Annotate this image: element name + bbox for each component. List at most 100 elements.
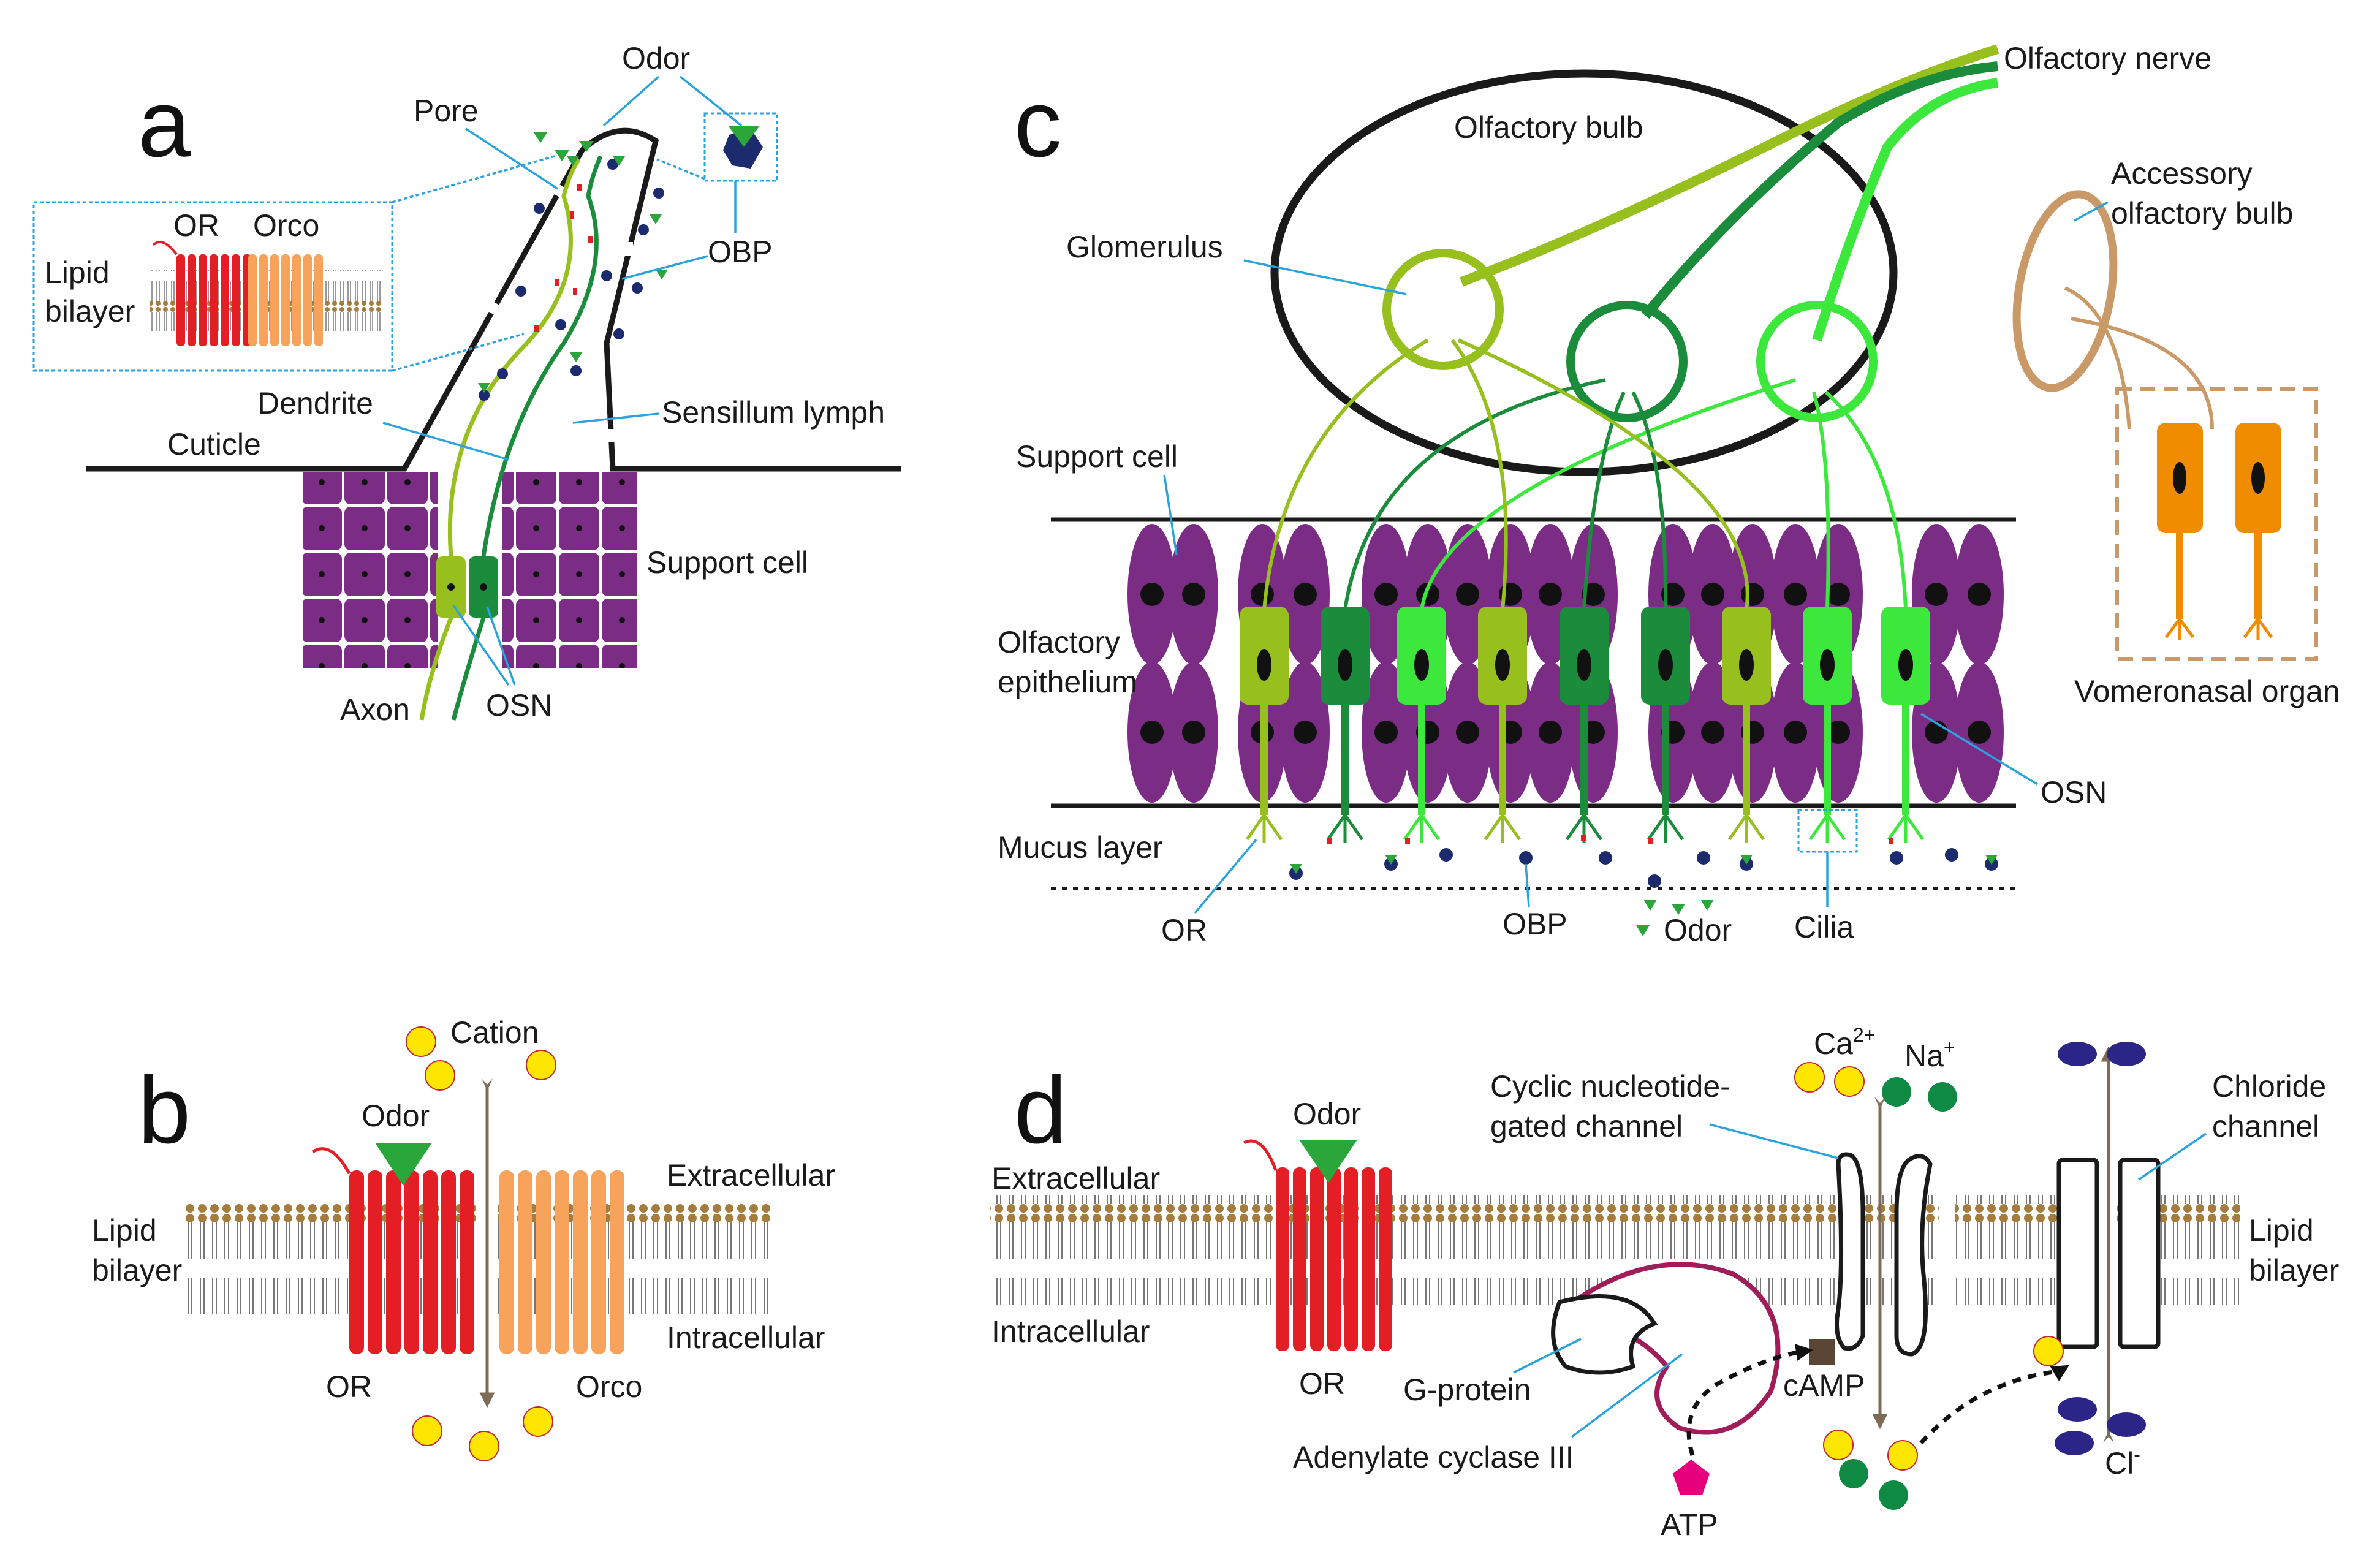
label-cng-1: Cyclic nucleotide-	[1490, 1069, 1730, 1104]
panel-b-letter: b	[138, 1057, 191, 1163]
glomerulus-bright	[1756, 301, 1878, 422]
vomeronasal-neurons	[2157, 423, 2281, 640]
pointer	[1513, 1338, 1582, 1374]
label-obp: OBP	[1503, 907, 1567, 941]
panel-c-letter: c	[1014, 70, 1062, 176]
accessory-axon	[2071, 317, 2214, 430]
label-orco: Orco	[576, 1370, 642, 1404]
label-odor: Odor	[1664, 913, 1732, 947]
label-olfactory-nerve: Olfactory nerve	[2004, 41, 2211, 75]
label-or: OR	[173, 208, 219, 243]
pointer	[382, 422, 509, 461]
or-marks	[534, 184, 593, 332]
label-na: Na+	[1904, 1036, 1955, 1073]
vomeronasal-box	[2115, 387, 2318, 661]
support-cell-left	[303, 472, 438, 668]
pointer	[1243, 259, 1407, 295]
pointer	[1525, 863, 1530, 908]
mucus-obps	[1289, 848, 1998, 888]
label-cation: Cation	[450, 1015, 539, 1050]
label-support-cell: Support cell	[646, 545, 808, 580]
label-extracellular: Extracellular	[667, 1158, 835, 1192]
label-support-cell: Support cell	[1016, 439, 1178, 474]
label-osn: OSN	[486, 688, 552, 722]
support-cell-right	[502, 472, 637, 668]
obp-zoom-odor	[728, 126, 760, 147]
label-obp: OBP	[708, 235, 773, 269]
label-chloride-2: channel	[2212, 1109, 2319, 1143]
g-protein	[1551, 1294, 1658, 1375]
axon-light	[419, 616, 453, 721]
cilia-or-marks	[1327, 835, 1893, 844]
accessory-olfactory-bulb	[2012, 190, 2118, 392]
label-extracellular: Extracellular	[991, 1161, 1160, 1195]
orco-receptor	[499, 1170, 624, 1354]
label-glomerulus: Glomerulus	[1066, 230, 1223, 264]
label-cuticle: Cuticle	[167, 427, 261, 461]
label-ca: Ca2+	[1814, 1024, 1875, 1061]
label-dendrite: Dendrite	[257, 386, 373, 420]
label-odor: Odor	[362, 1099, 430, 1133]
label-or: OR	[326, 1370, 372, 1404]
panel-d-letter: d	[1014, 1057, 1067, 1163]
panel-d: d	[990, 1024, 2339, 1542]
arrow-tail	[482, 1078, 493, 1091]
pore-gap	[622, 242, 633, 256]
pore-gap	[608, 429, 618, 442]
axon-dark	[451, 616, 486, 721]
cl-ions	[2055, 1042, 2146, 1455]
pointer	[452, 605, 510, 686]
label-lipid-2: bilayer	[45, 294, 135, 328]
inset-connector	[392, 333, 525, 372]
or-receptor	[1243, 1139, 1392, 1351]
inset-orco-receptor	[248, 254, 323, 346]
accessory-axon	[2064, 286, 2131, 430]
panel-b: b Cation Odor Extracellular Intracellula…	[92, 1015, 835, 1461]
na-ions	[1839, 1077, 1957, 1510]
label-adenylate: Adenylate cyclase III	[1293, 1440, 1574, 1474]
label-osn: OSN	[2041, 775, 2107, 809]
dendrite-dark	[481, 155, 603, 557]
label-intracellular: Intracellular	[991, 1314, 1150, 1349]
lipid-bilayer-right	[1955, 1195, 2062, 1305]
obp-zoom-icon	[723, 129, 763, 169]
lipid-inset-box	[32, 201, 393, 372]
ca-ions	[1794, 1062, 2064, 1471]
nerve-light	[1460, 44, 1999, 287]
label-lipid-1: Lipid	[92, 1213, 157, 1248]
panel-a-letter: a	[138, 70, 191, 176]
cng-channel-right	[1894, 1154, 1933, 1357]
label-or: OR	[1161, 913, 1207, 947]
label-sensillum-lymph: Sensillum lymph	[662, 395, 885, 430]
mucus-odors	[1290, 855, 1998, 936]
label-olfactory-bulb: Olfactory bulb	[1454, 110, 1643, 145]
or-receptor	[311, 1147, 474, 1354]
ion-to-chloride-arrow	[1919, 1365, 2070, 1445]
label-accessory-1: Accessory	[2111, 156, 2253, 191]
label-epithelium-1: Olfactory	[998, 625, 1120, 659]
cng-channel-left	[1835, 1152, 1865, 1351]
panel-c: c	[998, 41, 2340, 947]
label-or: OR	[1299, 1366, 1345, 1401]
olfactory-bulb	[1270, 69, 1898, 476]
label-lipid-2: bilayer	[92, 1253, 182, 1287]
label-vomeronasal: Vomeronasal organ	[2074, 674, 2340, 708]
osn-nuclei	[1257, 649, 1913, 681]
pointer	[1571, 1353, 1683, 1438]
pore-gap	[483, 299, 502, 317]
cation-ions	[406, 1026, 556, 1461]
label-orco: Orco	[253, 208, 319, 243]
label-axon: Axon	[340, 692, 410, 727]
obp-cluster	[479, 159, 664, 401]
pointer	[2074, 201, 2109, 222]
glomerulus-light	[1382, 249, 1504, 370]
label-lipid-2: bilayer	[2249, 1253, 2339, 1287]
obp-zoom-box	[703, 112, 778, 182]
label-chloride-1: Chloride	[2212, 1069, 2326, 1104]
lipid-bilayer	[990, 1195, 1939, 1305]
pointer	[486, 606, 516, 686]
odor-cluster	[478, 132, 668, 393]
osn-nucleus	[480, 583, 487, 591]
label-lipid-1: Lipid	[45, 256, 110, 290]
